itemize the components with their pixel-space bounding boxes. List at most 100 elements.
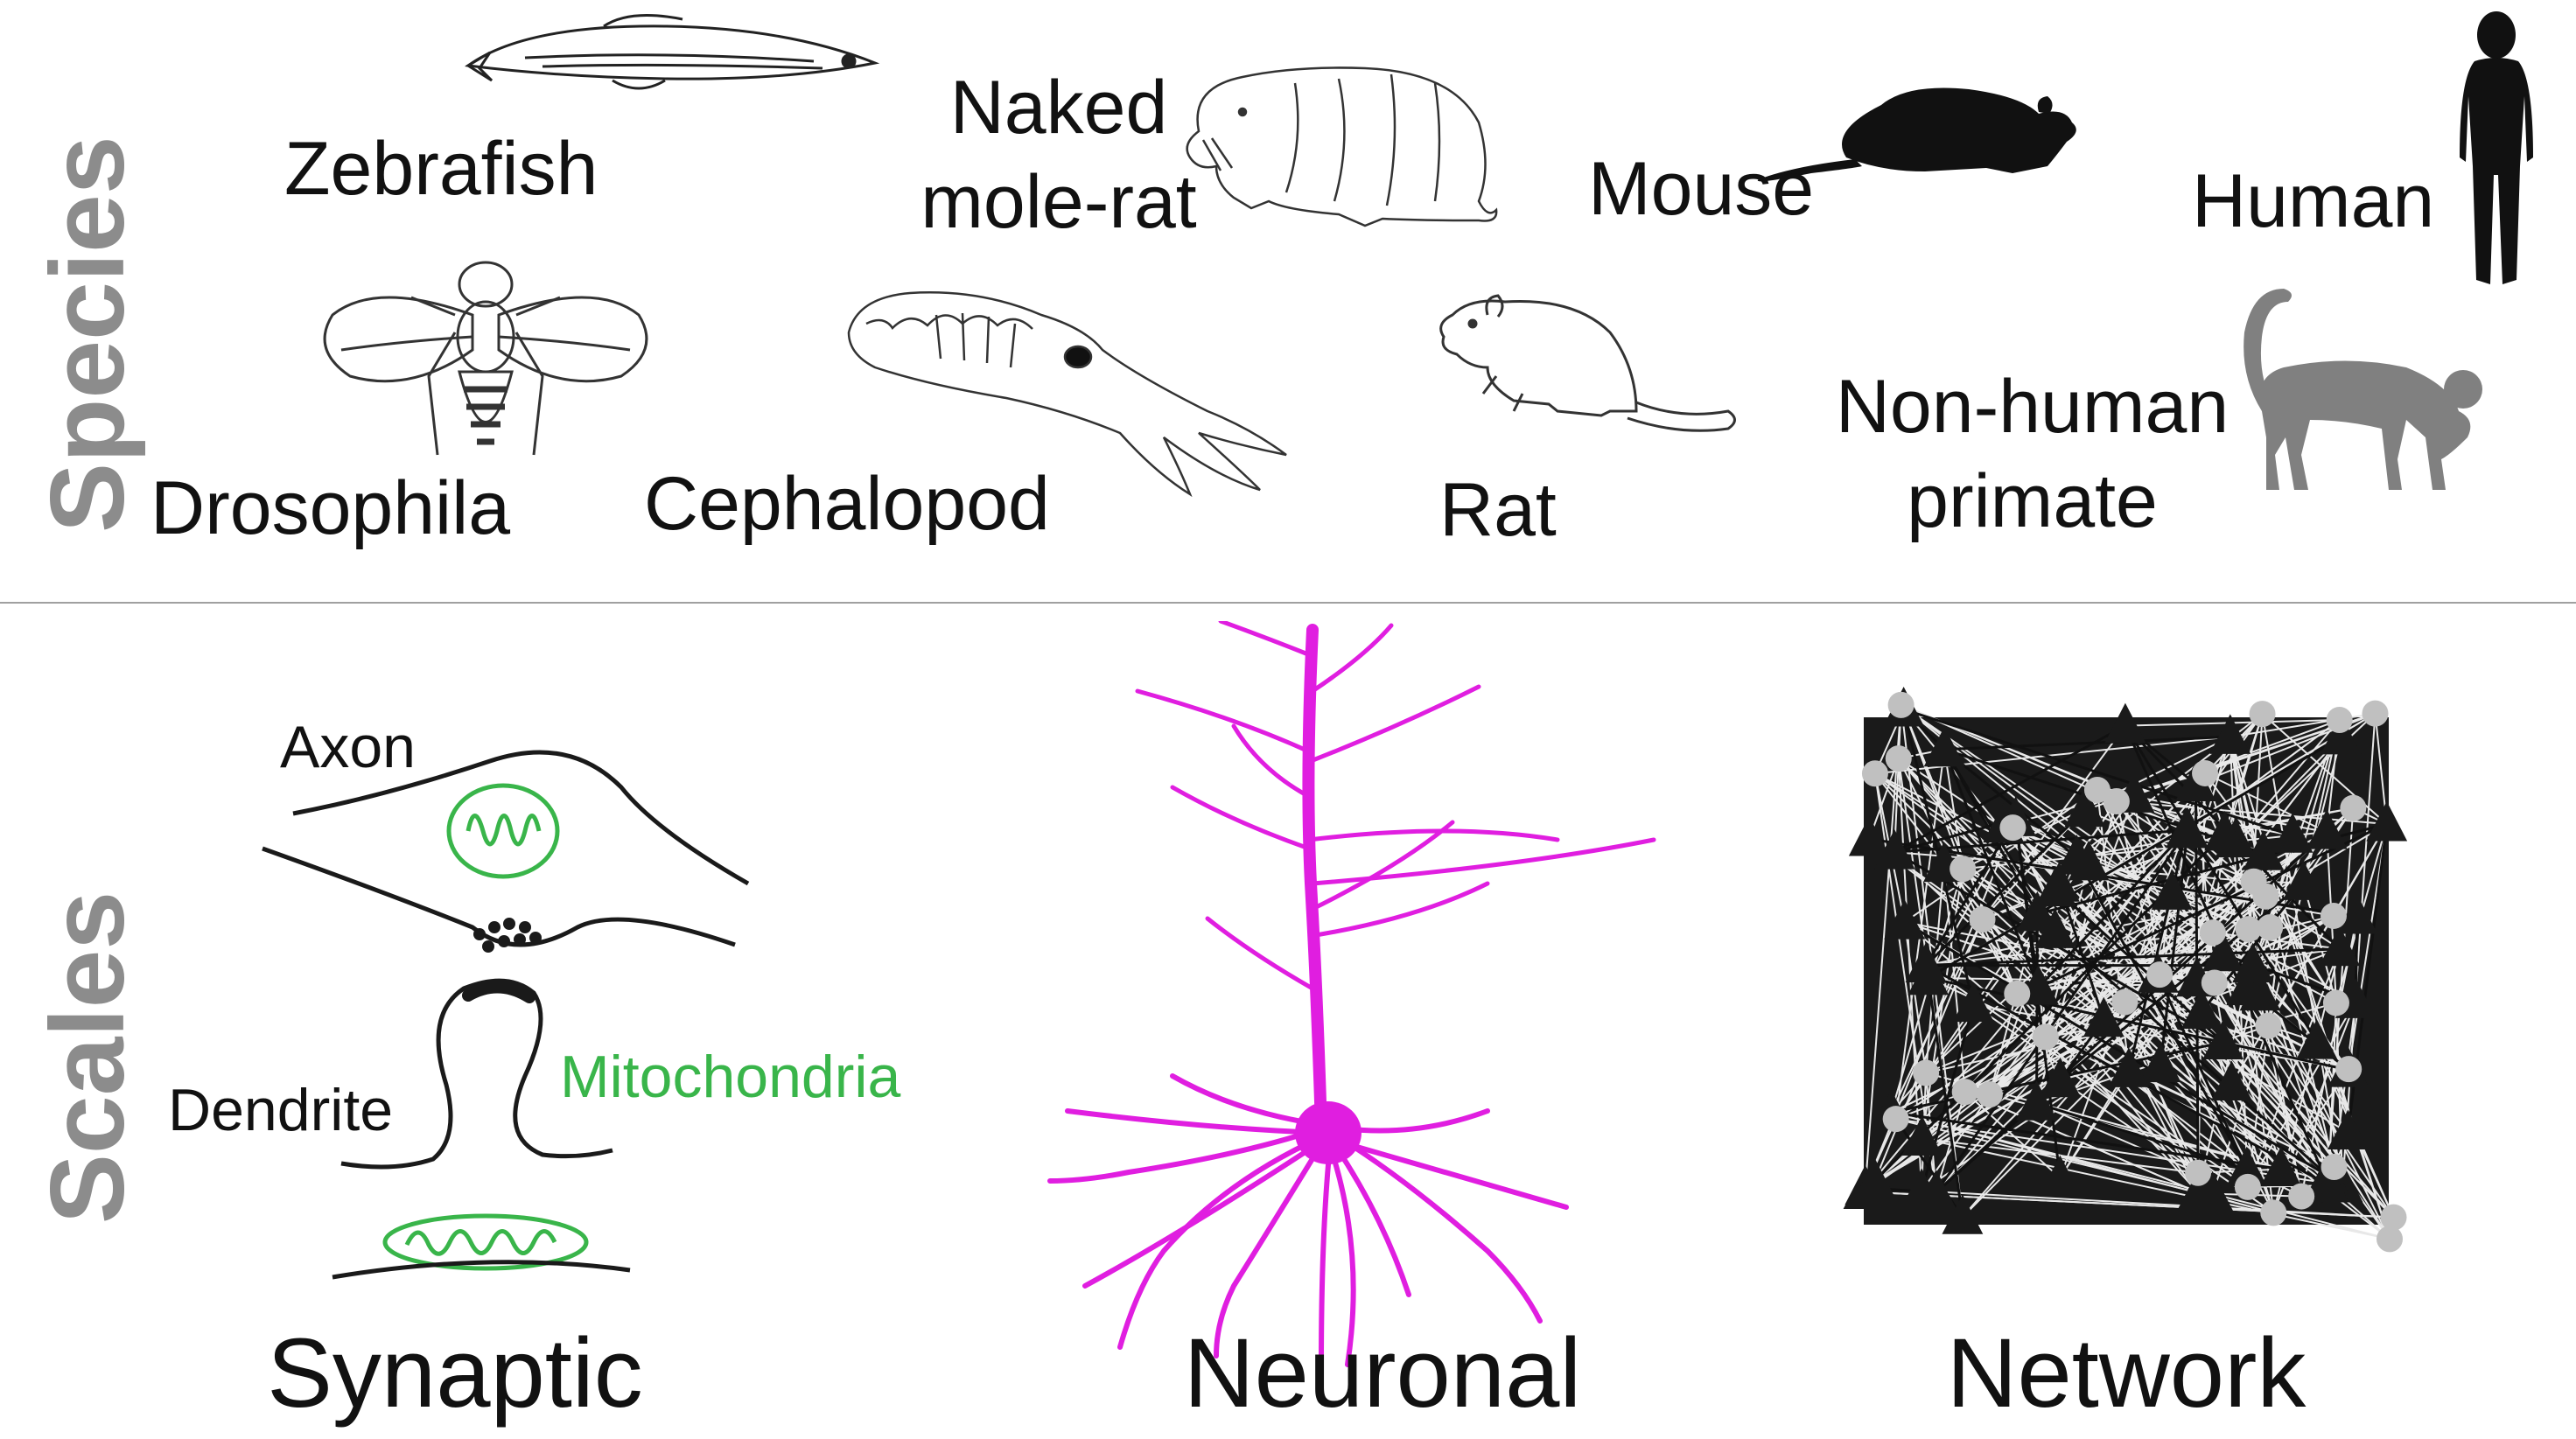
- rat-label: Rat: [1439, 468, 1557, 552]
- network-pyramidal-neuron: [2202, 931, 2244, 972]
- network-interneuron: [1976, 1081, 2003, 1108]
- network-edge-inhibitory: [1868, 758, 1900, 840]
- network-interneuron: [1861, 760, 1888, 787]
- dendrite-label: Dendrite: [168, 1077, 394, 1143]
- network-pyramidal-neuron: [2139, 1042, 2181, 1083]
- network-pyramidal-neuron: [2320, 714, 2362, 755]
- nhp-label: Non-human primate: [1824, 360, 2240, 548]
- network-pyramidal-neuron: [2211, 1060, 2252, 1100]
- neuron-soma: [1295, 1101, 1362, 1164]
- network-pyramidal-neuron: [1905, 942, 1947, 983]
- network-edge-inhibitory: [2342, 713, 2376, 1186]
- network-edge-excitatory: [2124, 724, 2319, 1043]
- network-interneuron: [1999, 814, 2026, 842]
- network-pyramidal-neuron: [2166, 807, 2208, 848]
- network-interneuron: [2320, 902, 2347, 929]
- network-interneuron: [1885, 745, 1912, 772]
- network-pyramidal-neuron: [2016, 1080, 2057, 1121]
- network-pyramidal-neuron: [2282, 860, 2324, 900]
- neuron-illustration: [1047, 621, 1656, 1367]
- naked-mole-rat-label: Naked mole-rat: [910, 61, 1208, 249]
- network-edge-inhibitory: [1964, 831, 2328, 1093]
- network-pyramidal-neuron: [2034, 866, 2076, 906]
- network-pyramidal-neuron: [2226, 1146, 2267, 1187]
- network-pyramidal-neuron: [2104, 702, 2146, 744]
- network-edge-inhibitory: [2267, 1025, 2349, 1134]
- network-edge-inhibitory: [1925, 932, 2214, 967]
- network-edge-inhibitory: [2223, 713, 2264, 835]
- mouse-label: Mouse: [1588, 147, 1815, 231]
- network-pyramidal-neuron: [2180, 988, 2222, 1029]
- network-edge-inhibitory: [1874, 772, 2198, 981]
- network-edge-excitatory: [1927, 736, 2342, 980]
- network-interneuron: [2326, 706, 2353, 733]
- network-interneuron: [2257, 914, 2284, 941]
- network-pyramidal-neuron: [2177, 1170, 2219, 1210]
- network-interneuron: [2376, 1226, 2403, 1253]
- network-pyramidal-neuron: [2272, 813, 2314, 853]
- network-edge-inhibitory: [2171, 891, 2390, 1240]
- network-edge-excitatory: [2036, 1101, 2248, 1171]
- zebrafish-label: Zebrafish: [284, 127, 598, 211]
- network-edge-inhibitory: [2211, 1025, 2270, 1194]
- network-edge-excitatory: [1920, 1004, 1975, 1191]
- network-edge-inhibitory: [1890, 919, 1984, 1114]
- network-pyramidal-neuron: [2306, 809, 2348, 849]
- monkey-icon: [2244, 289, 2482, 490]
- network-pyramidal-neuron: [1901, 1115, 1943, 1156]
- network-edge-inhibitory: [2160, 713, 2264, 1065]
- axon-mitochondrion: [446, 783, 560, 879]
- network-diagram: [1843, 686, 2408, 1253]
- network-edge-excitatory: [1924, 808, 2086, 967]
- network-edge-inhibitory: [1898, 758, 2233, 1085]
- network-edge-inhibitory: [2229, 737, 2249, 1187]
- network-interneuron: [2340, 794, 2367, 821]
- network-interneuron: [2380, 1204, 2407, 1231]
- network-edge-excitatory: [1903, 708, 2293, 837]
- network-inhibitory-neurons: [1861, 691, 2407, 1253]
- human-icon: [2460, 11, 2533, 284]
- network-pyramidal-neuron: [2039, 1155, 2081, 1196]
- network-interneuron: [2249, 701, 2276, 728]
- synapse-diagram: [262, 750, 750, 1280]
- cephalopod-icon: [847, 291, 1287, 498]
- network-edge-inhibitory: [2124, 1001, 2348, 1134]
- synaptic-vesicles: [473, 918, 542, 953]
- network-edge-excitatory: [1928, 976, 2349, 1072]
- network-interneuron: [2288, 1183, 2315, 1210]
- naked-mole-rat-label-line1: Naked: [949, 66, 1168, 150]
- dendrite-membrane: [332, 1260, 631, 1280]
- network-pyramidal-neuron: [1952, 981, 1994, 1023]
- network-interneuron: [2004, 980, 2031, 1007]
- network-edge-inhibitory: [2015, 818, 2214, 933]
- dendrite-outline: [340, 978, 613, 1170]
- apical-dendrite: [1302, 624, 1327, 1135]
- network-edge-excitatory: [2035, 913, 2039, 1104]
- network-interneuron: [2201, 969, 2228, 996]
- network-pyramidal-neuron: [2296, 1019, 2338, 1059]
- section-divider: [0, 602, 2576, 604]
- network-edge-inhibitory: [2212, 932, 2341, 950]
- naked-mole-rat-label-line2: mole-rat: [920, 159, 1197, 244]
- network-interneuron: [2032, 1023, 2059, 1051]
- rat-icon: [1439, 294, 1736, 432]
- scale-network-title: Network: [1946, 1318, 2306, 1428]
- network-edge-excitatory: [2059, 882, 2305, 1081]
- network-pyramidal-neuron: [2202, 1019, 2244, 1060]
- network-interneuron: [2335, 1056, 2362, 1083]
- network-pyramidal-neuron: [1900, 1168, 1942, 1208]
- network-edge-excitatory: [2076, 856, 2248, 1170]
- network-pyramidal-neuron: [2336, 894, 2378, 934]
- network-interneuron: [2322, 989, 2349, 1016]
- scales-section-label: Scales: [29, 891, 146, 1225]
- network-interneuron: [2235, 916, 2262, 943]
- mouse-icon: [1757, 87, 2076, 182]
- network-edge-inhibitory: [1964, 1091, 2062, 1179]
- cephalopod-label: Cephalopod: [644, 462, 1050, 546]
- network-edge-inhibitory: [1863, 1191, 2394, 1219]
- human-label: Human: [2192, 159, 2435, 243]
- network-edge-inhibitory: [2246, 948, 2341, 1188]
- network-interneuron: [2185, 1159, 2212, 1186]
- axon-outline: [262, 750, 750, 947]
- network-pyramidal-neuron: [2016, 891, 2058, 932]
